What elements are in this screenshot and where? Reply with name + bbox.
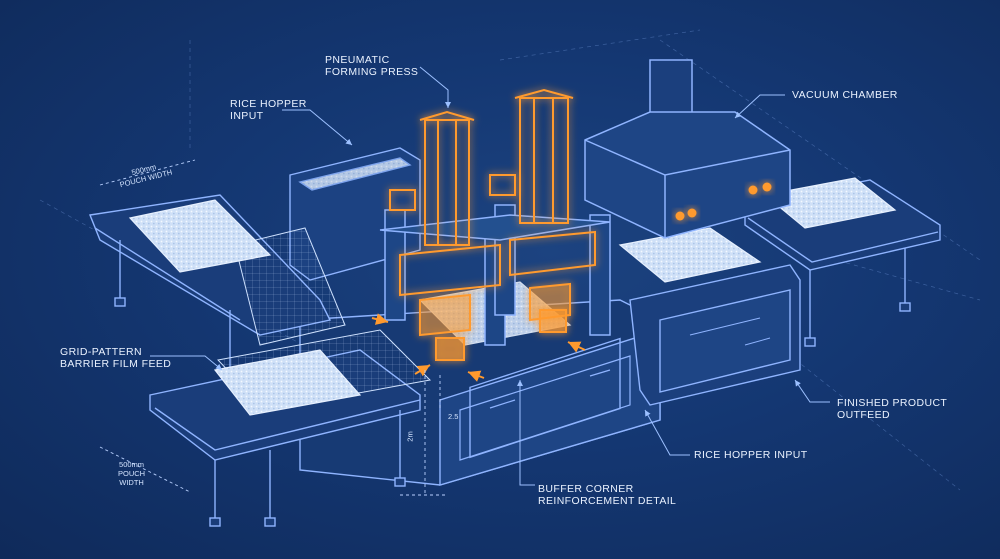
callout-leaders xyxy=(150,66,830,486)
dimension-lines xyxy=(99,159,445,496)
machine-base-panels xyxy=(459,355,631,461)
vacuum-chamber xyxy=(584,59,791,239)
label-grid-film: GRID-PATTERN BARRIER FILM FEED xyxy=(60,346,172,370)
press-arrows xyxy=(371,313,586,382)
label-vacuum-chamber: VACUUM CHAMBER xyxy=(792,89,898,101)
dim-height: 2m xyxy=(405,431,415,442)
label-buffer-corner: BUFFER CORNER REINFORCEMENT DETAIL xyxy=(538,483,677,507)
label-pneumatic-press: PNEUMATIC FORMING PRESS xyxy=(325,54,419,78)
label-rice-hopper-top: RICE HOPPER INPUT xyxy=(230,98,307,122)
label-rice-hopper-bottom: RICE HOPPER INPUT xyxy=(694,449,808,461)
dim-gap-small: 2.5 xyxy=(448,412,459,421)
dim-pouch-width-bottom: 500mm POUCH WIDTH xyxy=(118,460,146,487)
vacuum-base xyxy=(629,264,801,406)
label-finished-product: FINISHED PRODUCT OUTFEED xyxy=(837,397,948,421)
pneumatic-press xyxy=(389,88,596,361)
